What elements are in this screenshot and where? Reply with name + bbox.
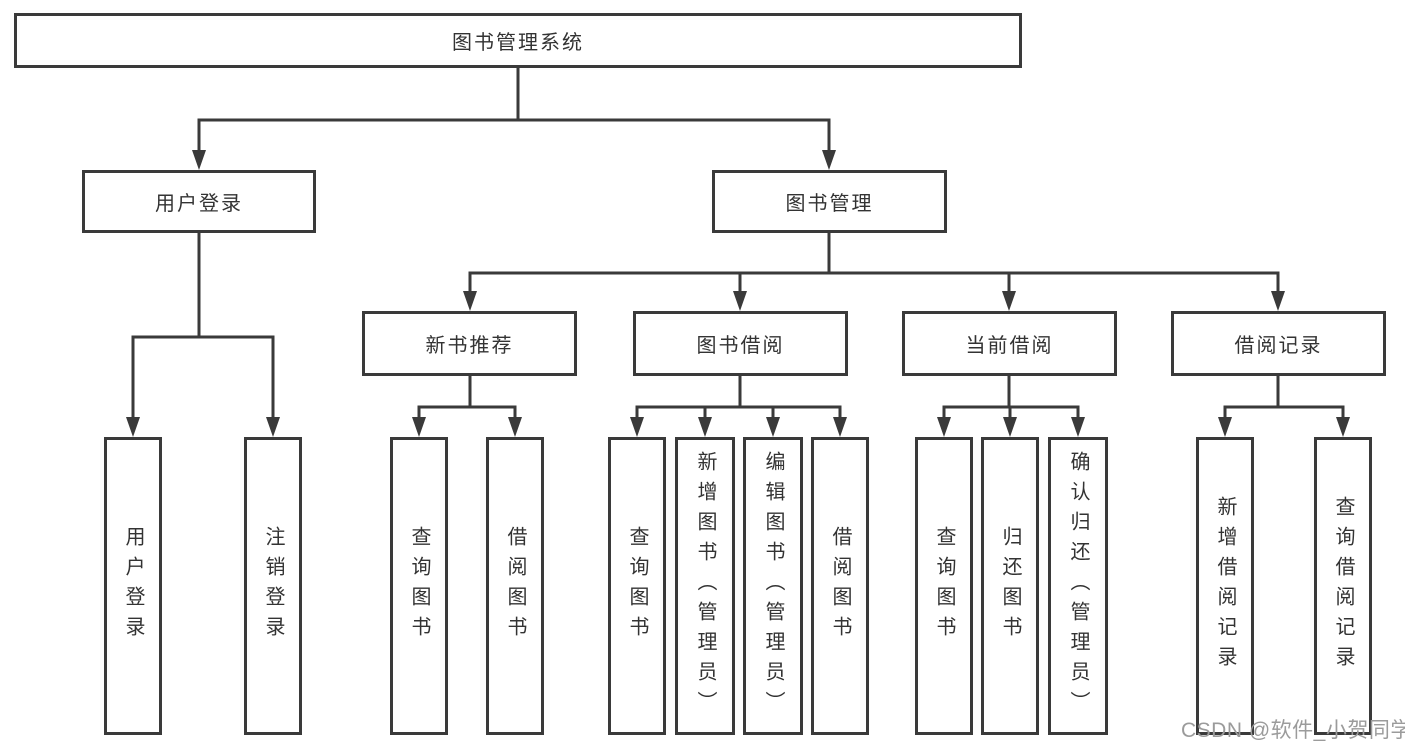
arrow-down-icon [833,417,847,437]
arrow-down-icon [1336,417,1350,437]
node-book-management: 图书管理 [712,170,947,233]
node-current-borrowing: 当前借阅 [902,311,1117,376]
connector-user-login-children [131,231,275,423]
leaf-current-query-books-label: 查询图书 [933,526,955,646]
arrow-down-icon [1002,291,1016,311]
arrow-down-icon [1003,417,1017,437]
arrow-down-icon [463,291,477,311]
leaf-current-confirm-return-admin-label: 确认归还（管理员） [1067,451,1089,721]
leaf-records-query-borrow-record-label: 查询借阅记录 [1332,496,1354,676]
leaf-records-query-borrow-record: 查询借阅记录 [1314,437,1372,735]
node-borrow-records-label: 借阅记录 [1234,335,1323,357]
leaf-current-return-books: 归还图书 [981,437,1039,735]
leaf-records-add-borrow-record: 新增借阅记录 [1196,437,1254,735]
leaf-recommend-borrow-books: 借阅图书 [486,437,544,735]
leaf-recommend-query-books: 查询图书 [390,437,448,735]
arrow-down-icon [630,417,644,437]
arrow-down-icon [412,417,426,437]
node-borrow-records: 借阅记录 [1171,311,1386,376]
node-new-book-recommend: 新书推荐 [362,311,577,376]
arrow-down-icon [1071,417,1085,437]
leaf-logout-login-label: 注销登录 [262,526,284,646]
leaf-recommend-borrow-books-label: 借阅图书 [504,526,526,646]
arrow-down-icon [937,417,951,437]
arrow-down-icon [766,417,780,437]
node-current-borrowing-label: 当前借阅 [965,335,1054,357]
arrowheads [126,150,1350,437]
leaf-borrowing-borrow-books: 借阅图书 [811,437,869,735]
node-book-management-label: 图书管理 [785,193,874,215]
node-book-borrowing: 图书借阅 [633,311,848,376]
leaf-user-login-label: 用户登录 [122,526,144,646]
connector-recommend-children [417,374,517,423]
arrow-down-icon [126,417,140,437]
arrow-down-icon [1218,417,1232,437]
leaf-borrowing-add-books-admin: 新增图书（管理员） [675,437,735,735]
leaf-records-add-borrow-record-label: 新增借阅记录 [1214,496,1236,676]
leaf-current-confirm-return-admin: 确认归还（管理员） [1048,437,1108,735]
arrow-down-icon [822,150,836,170]
connector-borrowing-children [635,374,842,423]
connector-current-children [942,374,1080,423]
leaf-borrowing-add-books-admin-label: 新增图书（管理员） [694,451,716,721]
arrow-down-icon [266,417,280,437]
leaf-recommend-query-books-label: 查询图书 [408,526,430,646]
leaf-user-login: 用户登录 [104,437,162,735]
node-new-book-recommend-label: 新书推荐 [425,335,514,357]
leaf-borrowing-borrow-books-label: 借阅图书 [829,526,851,646]
connector-book-management-sections [468,231,1280,297]
leaf-current-query-books: 查询图书 [915,437,973,735]
arrow-down-icon [508,417,522,437]
leaf-borrowing-query-books-label: 查询图书 [626,526,648,646]
connector-root-to-level2 [197,66,831,156]
arrow-down-icon [733,291,747,311]
csdn-watermark: CSDN @软件_小贺同学 [1181,719,1405,742]
arrow-down-icon [192,150,206,170]
leaf-borrowing-edit-books-admin-label: 编辑图书（管理员） [762,451,784,721]
leaf-borrowing-edit-books-admin: 编辑图书（管理员） [743,437,803,735]
node-user-login-label: 用户登录 [155,193,243,215]
node-root-label: 图书管理系统 [452,32,584,54]
leaf-borrowing-query-books: 查询图书 [608,437,666,735]
node-user-login: 用户登录 [82,170,316,233]
arrow-down-icon [698,417,712,437]
node-root-library-management-system: 图书管理系统 [14,13,1022,68]
leaf-logout-login: 注销登录 [244,437,302,735]
leaf-current-return-books-label: 归还图书 [999,526,1021,646]
arrow-down-icon [1271,291,1285,311]
connector-records-children [1223,374,1345,423]
node-book-borrowing-label: 图书借阅 [696,335,785,357]
